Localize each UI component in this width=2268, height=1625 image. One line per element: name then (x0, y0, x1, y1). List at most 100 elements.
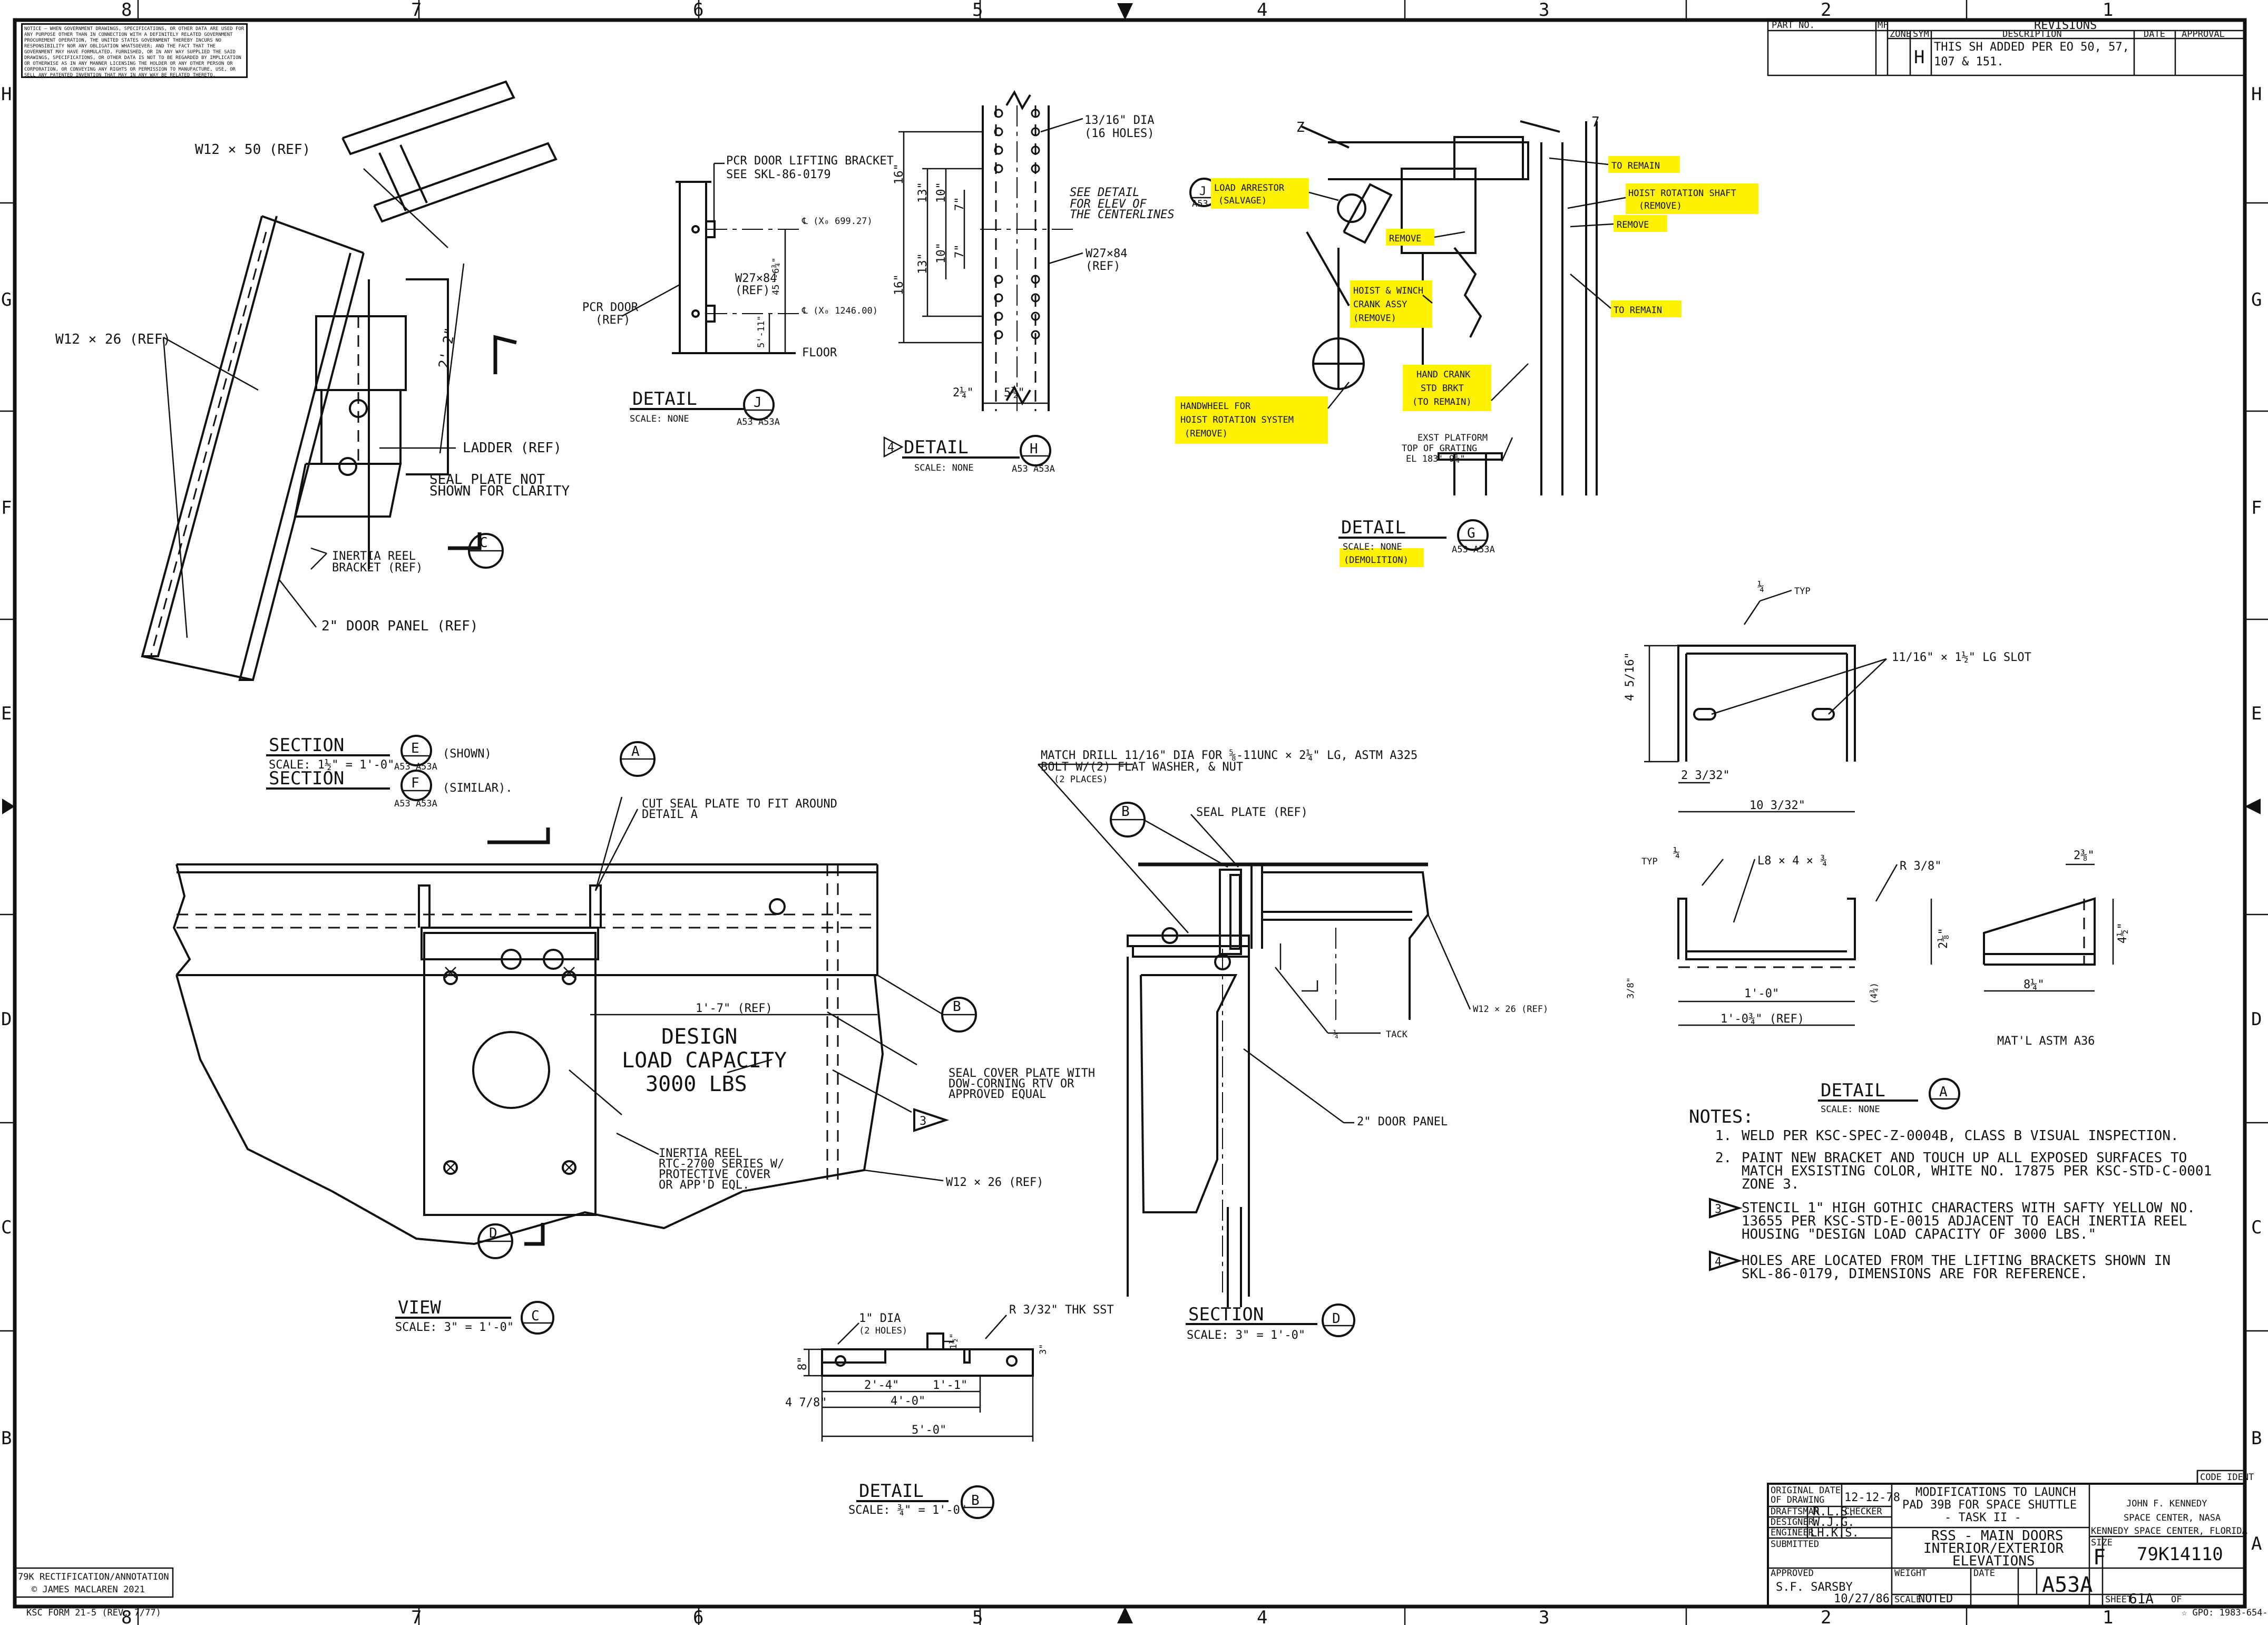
svg-text:D: D (1332, 1311, 1341, 1327)
note-2-line-3: ZONE 3. (1742, 1176, 1800, 1192)
hole-dia-callout-2: (16 HOLES) (1084, 127, 1154, 140)
detail-b-d2: 1'-1" (933, 1379, 967, 1392)
zone-left-b: B (1, 1428, 12, 1449)
dim-right: (4¾) (1869, 982, 1880, 1004)
ladder-callout: LADDER (REF) (463, 440, 562, 456)
submitted-label: SUBMITTED (1771, 1539, 1819, 1550)
detail-b-scale: SCALE: ¾" = 1'-0" (848, 1504, 967, 1517)
detail-b-d3: 4'-0" (891, 1395, 925, 1408)
ksc-form-label: KSC FORM 21-5 (REV. 7/77) (26, 1608, 161, 1618)
design-text-2: LOAD CAPACITY (622, 1048, 787, 1073)
revisions-title: REVISIONS (2034, 19, 2097, 32)
size-label: SIZE (2091, 1538, 2113, 1548)
zone-bottom-3: 3 (1539, 1607, 1549, 1625)
designer-label: DESIGNER (1771, 1517, 1814, 1527)
note-4-line-2: SKL-86-0179, DIMENSIONS ARE FOR REFERENC… (1742, 1266, 2088, 1282)
dim-2ft-2in: 2'-2" (436, 326, 458, 369)
section-c-bubble: C (468, 533, 504, 569)
note-3-flag-view-c: 3 (913, 1108, 950, 1132)
svg-text:A53 A53A: A53 A53A (394, 762, 437, 772)
angle-callout: L8 × 4 × ¾ (1757, 854, 1827, 868)
w12x50-callout: W12 × 50 (REF) (195, 142, 310, 158)
zone-left-d: D (1, 1009, 12, 1030)
detail-h-bubble: H A53 A53A (1012, 435, 1055, 474)
svg-text:D: D (489, 1225, 497, 1241)
svg-text:3: 3 (920, 1115, 926, 1128)
radius-callout: R 3/8" (1900, 860, 1941, 873)
svg-text:4: 4 (887, 441, 894, 454)
hoist-winch-callout-2: CRANK ASSY (1353, 299, 1407, 310)
floor-callout: FLOOR (802, 346, 837, 359)
inertia-reel-c-callout-1: INERTIA REEL (659, 1147, 742, 1160)
remove-callout-2: REMOVE (1389, 233, 1421, 244)
load-arrestor-callout-1: LOAD ARRESTOR (1214, 183, 1285, 193)
zone-left-g: G (1, 289, 12, 310)
rev-header-date: DATE (2144, 29, 2165, 40)
detail-j-drawing: PCR DOOR LIFTING BRACKET SEE SKL-86-0179… (582, 154, 894, 427)
rev-header-sym: SYM (1913, 29, 1929, 40)
orig-date: 12-12-78 (1844, 1491, 1900, 1504)
approved-by: S.F. SARSBY (1776, 1581, 1853, 1594)
view-c-b-bubble: B (941, 997, 977, 1033)
of-label: OF (2171, 1594, 2182, 1605)
view-c-title: VIEW (398, 1297, 441, 1318)
dim-width-2: 2 3/32" (1681, 769, 1730, 782)
svg-text:A: A (631, 744, 640, 760)
zone-right-f: F (2251, 498, 2262, 519)
dim-10in-b: 10" (935, 242, 948, 264)
detail-j-title: DETAIL (632, 388, 697, 410)
dim-10in-a: 10" (935, 182, 948, 203)
svg-text:3: 3 (1715, 1203, 1722, 1216)
center-mark-left (2, 799, 15, 814)
detail-g-demolition: (DEMOLITION) (1344, 555, 1409, 566)
inertia-reel-c-callout-2: RTC-2700 SERIES W/ (659, 1157, 784, 1171)
detail-g-bubble: G A53 A53A (1452, 519, 1495, 555)
note-4-line-1: HOLES ARE LOCATED FROM THE LIFTING BRACK… (1742, 1253, 2171, 1269)
detail-b-d4: 5'-0" (912, 1424, 946, 1437)
note-3-flag: 3 (1709, 1198, 1743, 1219)
title-block: ORIGINAL DATE OF DRAWING 12-12-78 DRAFTS… (1767, 1470, 2254, 1608)
date-label: DATE (1973, 1568, 1995, 1579)
platform-callout-2: TOP OF GRATING (1402, 443, 1477, 454)
designer: W.J.G. (1813, 1516, 1854, 1529)
svg-text:H: H (1030, 441, 1038, 457)
detail-b-drawing: 1" DIA (2 HOLES) R 3/32" THK SST 3" 1½" … (785, 1303, 1114, 1519)
view-c-drawing: A CUT SEAL PLATE TO FIT AROUND DETAIL A … (172, 741, 1095, 1335)
zone-top-4: 4 (1257, 0, 1267, 21)
svg-text:C: C (531, 1308, 540, 1324)
scale-value: NOTED (1918, 1592, 1953, 1605)
detail-b-h-left: 4 7/8" (785, 1396, 827, 1409)
detail-g-drawing: LOAD ARRESTOR (SALVAGE) TO REMAIN HOIST … (1175, 114, 1758, 567)
see-detail-2: FOR ELEV OF (1070, 198, 1147, 211)
zone-left-e: E (1, 703, 12, 724)
zone-bottom-1: 1 (2103, 1607, 2113, 1625)
hand-crank-callout-2: STD BRKT (1421, 383, 1464, 394)
section-e-drawing: W12 × 50 (REF) W12 × 26 (REF) 2'-2" LADD… (55, 80, 570, 809)
zone-right-g: G (2251, 289, 2262, 310)
dim-end-height: 4½" (2116, 922, 2129, 943)
svg-text:E: E (411, 741, 419, 756)
scale-label: SCALE (1894, 1594, 1921, 1605)
section-e-bubble: E A53 A53A (394, 735, 437, 772)
zone-bottom-5: 5 (972, 1607, 983, 1625)
typ-callout-b: TYP (1641, 857, 1658, 867)
rev-row-sym: H (1914, 47, 1924, 68)
detail-b-bubble: B (961, 1485, 994, 1519)
sheet-value: 61A (2129, 1591, 2154, 1607)
handwheel-callout-2: HOIST ROTATION SYSTEM (1180, 415, 1294, 425)
seal-plate-note-1: SEAL PLATE NOT (429, 472, 545, 488)
part-no-label: PART NO. (1772, 20, 1815, 31)
cut-seal-callout-2: DETAIL A (642, 808, 698, 821)
engineer-label: ENGINEER (1771, 1527, 1814, 1538)
zone-top-1: 1 (2103, 0, 2113, 21)
zone-right-d: D (2251, 1009, 2262, 1030)
zone-left-c: C (1, 1217, 12, 1238)
detail-a-title: DETAIL (1821, 1080, 1885, 1101)
elevation-bottom-callout: ℄ (X₀ 1246.00) (801, 306, 878, 316)
mf-label: MF (1878, 20, 1888, 31)
detail-j-bubble: J A53 A53A (737, 389, 780, 427)
detail-g-scale: SCALE: NONE (1343, 542, 1402, 552)
detail-b-dia-2: (2 HOLES) (859, 1326, 907, 1336)
svg-text:B: B (953, 999, 961, 1015)
see-detail-3: THE CENTERLINES (1070, 208, 1175, 221)
